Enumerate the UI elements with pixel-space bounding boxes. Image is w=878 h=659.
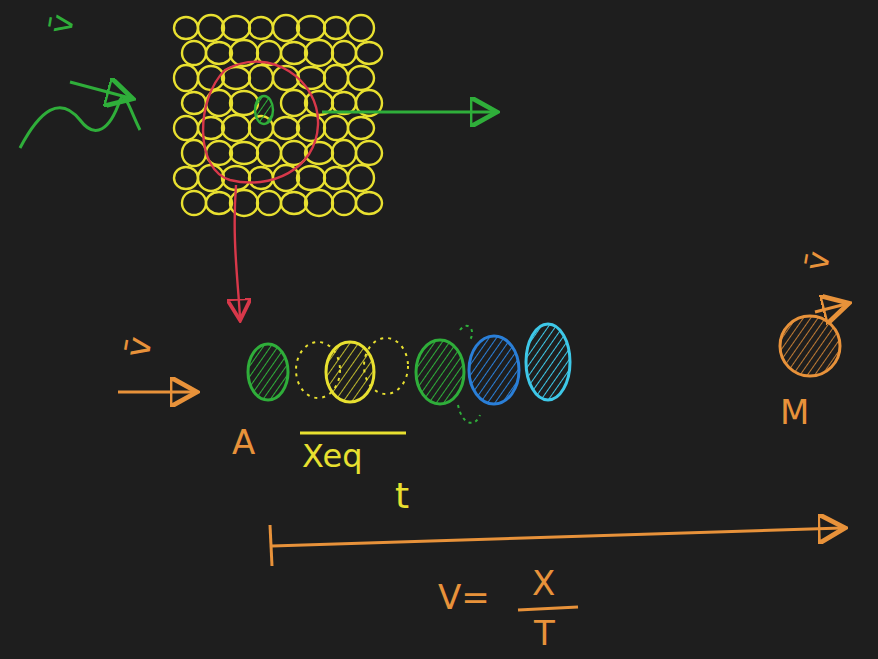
mass-label: M bbox=[780, 395, 809, 429]
cell bbox=[249, 167, 273, 189]
cell bbox=[356, 141, 382, 165]
cell bbox=[182, 191, 206, 215]
cell bbox=[305, 40, 333, 66]
cell bbox=[198, 165, 224, 191]
cell bbox=[297, 115, 325, 141]
cell bbox=[332, 191, 356, 215]
cell bbox=[281, 90, 307, 116]
cell bbox=[174, 167, 198, 189]
velocity-label: v̄ bbox=[120, 334, 157, 360]
cell bbox=[222, 115, 250, 141]
cell bbox=[198, 15, 224, 41]
cell bbox=[174, 116, 198, 140]
velocity-label: v̄ bbox=[800, 249, 835, 273]
cell bbox=[324, 65, 348, 91]
velocity-label: v̄ bbox=[44, 12, 79, 36]
cell bbox=[324, 17, 348, 39]
cell bbox=[348, 165, 374, 191]
cell bbox=[257, 140, 281, 166]
formula-denominator: T bbox=[534, 616, 555, 650]
point-label: A bbox=[232, 425, 255, 459]
formula-label: V= bbox=[438, 580, 490, 614]
cell bbox=[222, 16, 250, 40]
formula-numerator: X bbox=[532, 566, 555, 600]
cell bbox=[198, 66, 224, 90]
time-label: t bbox=[395, 478, 409, 514]
cell bbox=[332, 41, 356, 65]
cell bbox=[332, 140, 356, 166]
cell bbox=[257, 191, 281, 215]
cell bbox=[348, 66, 374, 90]
cell bbox=[281, 192, 307, 214]
distance-label: Xeq bbox=[302, 440, 362, 472]
cell bbox=[305, 190, 333, 216]
cell bbox=[297, 67, 325, 89]
cell bbox=[281, 42, 307, 64]
cell bbox=[273, 117, 299, 139]
cell bbox=[356, 42, 382, 64]
cell bbox=[324, 167, 348, 189]
cell bbox=[230, 142, 258, 164]
cell bbox=[273, 15, 299, 41]
cell bbox=[182, 92, 206, 114]
cell bbox=[174, 17, 198, 39]
cell bbox=[297, 166, 325, 190]
cell bbox=[249, 65, 273, 91]
cell bbox=[297, 16, 325, 40]
cell bbox=[174, 65, 198, 91]
cell bbox=[182, 41, 206, 65]
cell bbox=[356, 192, 382, 214]
cell bbox=[348, 15, 374, 41]
cell bbox=[182, 140, 206, 166]
cell bbox=[206, 42, 232, 64]
cell bbox=[206, 192, 232, 214]
cell bbox=[348, 117, 374, 139]
cell bbox=[249, 17, 273, 39]
cell bbox=[324, 116, 348, 140]
cell bbox=[230, 91, 258, 115]
